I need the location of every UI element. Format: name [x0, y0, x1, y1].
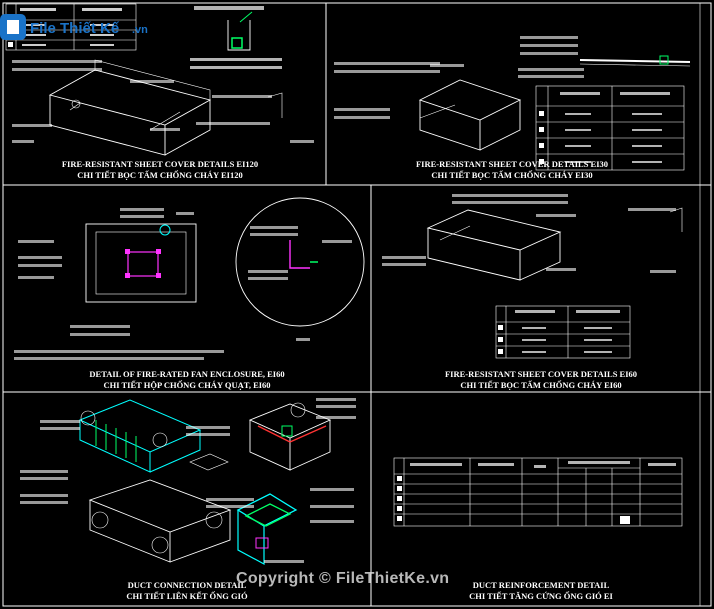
- panel-fan-enclosure: DETAIL OF FIRE-RATED FAN ENCLOSURE, EI60…: [14, 197, 365, 390]
- panel-connection-title: DUCT CONNECTION DETAIL: [128, 580, 247, 590]
- panel-ei30: FIRE-RESISTANT SHEET COVER DETAILS EI30 …: [334, 36, 691, 180]
- table-ei30: [535, 85, 685, 171]
- panel-reinforcement-title: DUCT REINFORCEMENT DETAIL: [473, 580, 610, 590]
- brand-watermark: File Thiết Kế .vn: [0, 14, 148, 40]
- brand-domain: .vn: [132, 24, 148, 36]
- table-reinforcement: [393, 457, 683, 527]
- panel-connection-subtitle: CHI TIẾT LIÊN KẾT ỐNG GIÓ: [126, 591, 248, 601]
- panel-ei60-subtitle: CHI TIẾT BỌC TẤM CHỐNG CHÁY EI60: [460, 380, 621, 390]
- section-detail-ei30: [518, 36, 691, 78]
- fan-outline: [127, 251, 159, 277]
- enclosure-outline: [85, 223, 197, 303]
- panel-ei120-title: FIRE-RESISTANT SHEET COVER DETAILS EI120: [62, 159, 258, 169]
- detail-circle: [235, 197, 365, 327]
- panel-duct-connection: DUCT CONNECTION DETAIL CHI TIẾT LIÊN KẾT…: [20, 398, 356, 601]
- panel-ei30-title: FIRE-RESISTANT SHEET COVER DETAILS EI30: [416, 159, 608, 169]
- panel-reinforcement-subtitle: CHI TIẾT TĂNG CỨNG ỐNG GIÓ EI: [469, 591, 613, 601]
- duct-iso-ei120: [12, 59, 314, 156]
- panel-ei60: FIRE-RESISTANT SHEET COVER DETAILS EI60 …: [382, 194, 683, 390]
- duct-iso-ei30: [334, 62, 522, 151]
- panel-duct-reinforcement: DUCT REINFORCEMENT DETAIL CHI TIẾT TĂNG …: [393, 457, 683, 601]
- panel-fan-subtitle: CHI TIẾT HỘP CHỐNG CHÁY QUẠT, EI60: [103, 380, 270, 390]
- panel-fan-title: DETAIL OF FIRE-RATED FAN ENCLOSURE, EI60: [89, 369, 284, 379]
- section-detail-ei120: [190, 6, 282, 69]
- panel-ei120-subtitle: CHI TIẾT BỌC TẤM CHỐNG CHÁY EI120: [77, 170, 242, 180]
- table-ei60: [495, 305, 631, 359]
- copyright-watermark: Copyright © FileThietKe.vn: [236, 570, 450, 587]
- panel-ei30-subtitle: CHI TIẾT BỌC TẤM CHỐNG CHÁY EI30: [431, 170, 592, 180]
- panel-ei60-title: FIRE-RESISTANT SHEET COVER DETAILS EI60: [445, 369, 637, 379]
- brand-name: File Thiết Kế: [30, 20, 120, 37]
